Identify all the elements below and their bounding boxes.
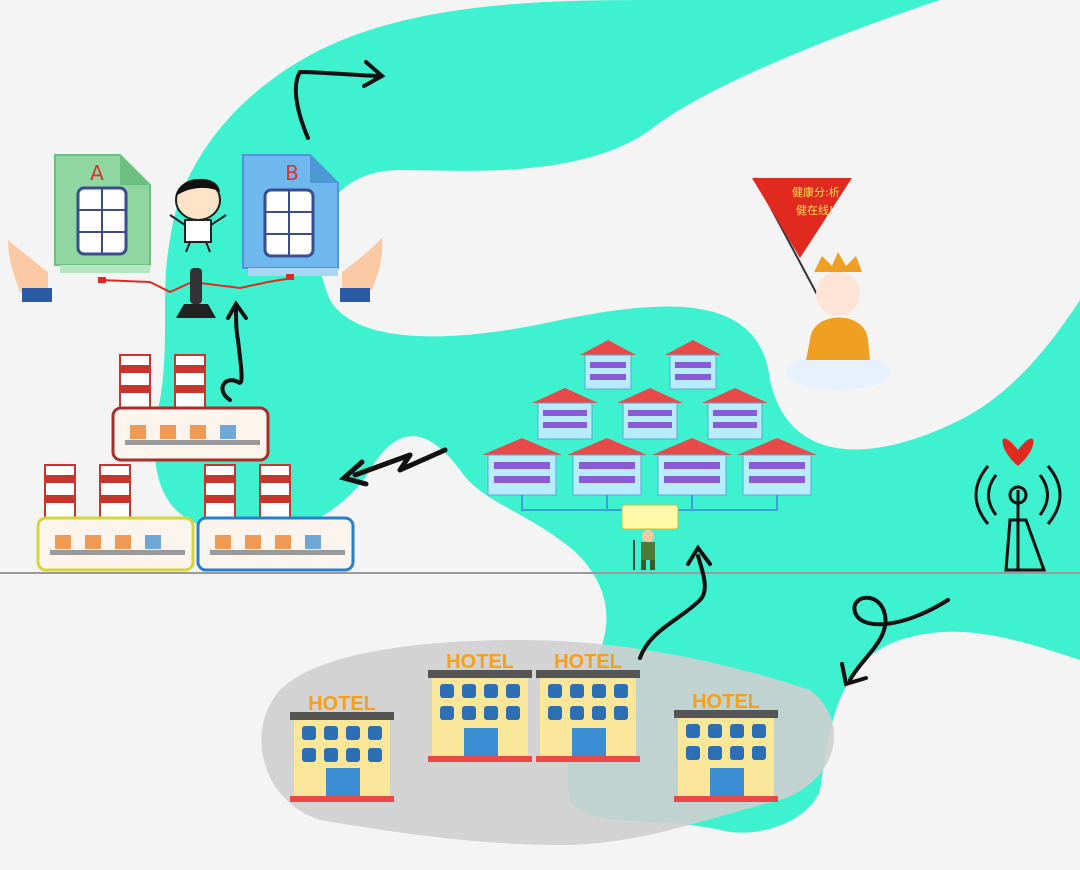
flag-text-line1: 健康分:析 xyxy=(792,185,840,199)
hotel-icon: HOTEL xyxy=(290,693,394,802)
flag-text-line2: 健在线! xyxy=(796,203,833,217)
arrow-heart-icon xyxy=(848,595,950,682)
arrow-up-head-icon xyxy=(226,300,248,320)
arrow-top-head-icon xyxy=(362,60,386,88)
factory-icon xyxy=(36,464,195,572)
arrow-left-head-icon xyxy=(338,459,369,487)
arrow-factory-to-scale-icon xyxy=(220,306,244,402)
factory-icon xyxy=(111,354,270,462)
hotel-label: HOTEL xyxy=(446,651,514,673)
document-b-icon: B xyxy=(242,154,339,276)
right-hand-icon xyxy=(340,238,383,302)
arrow-hotels-to-housing-icon xyxy=(638,554,707,660)
housing-complex-icon xyxy=(482,340,817,530)
hotel-label: HOTEL xyxy=(308,693,376,715)
arrow-down-left-head-icon xyxy=(840,662,868,687)
hotel-label: HOTEL xyxy=(692,691,760,713)
hotel-label: HOTEL xyxy=(554,651,622,673)
hotel-icon: HOTEL xyxy=(428,651,532,762)
arrow-lightning-icon xyxy=(352,447,448,478)
teal-river xyxy=(154,0,1080,833)
arrow-top-icon xyxy=(293,69,380,140)
monk-with-flag-icon: 健康分:析 健在线! xyxy=(752,177,890,390)
hotel-icon: HOTEL xyxy=(674,691,778,802)
worker-icon xyxy=(633,530,655,570)
hotel-icon: HOTEL xyxy=(536,651,640,762)
cartoon-boy-icon xyxy=(169,178,227,253)
document-b-letter: B xyxy=(285,161,299,185)
balance-scale-icon xyxy=(98,268,294,318)
document-a-icon: A xyxy=(54,154,151,273)
left-hand-icon xyxy=(8,240,52,302)
heart-tower-icon xyxy=(974,438,1062,572)
document-a-letter: A xyxy=(90,161,104,185)
factory-icon xyxy=(196,464,355,572)
arrow-up-head-icon xyxy=(686,544,712,566)
